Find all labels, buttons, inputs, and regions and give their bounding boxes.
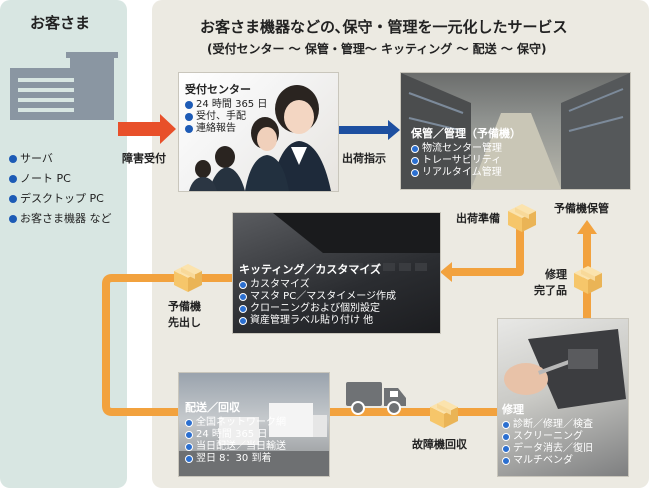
reception-center-photo: 受付センター 24 時間 365 日 受付、手配 連絡報告	[178, 72, 339, 192]
delivery-features: 全国ネットワーク網 24 時間 365 日 当日配送／当日輸送 翌日 8：30 …	[185, 417, 286, 465]
delivery-feature: 当日配送／当日輸送	[185, 441, 286, 453]
reception-text: 受付センター 24 時間 365 日 受付、手配 連絡報告	[185, 81, 267, 135]
kitting-features: カスタマイズ マスタ PC／マスタイメージ作成 クローニングおよび個別設定 資産…	[239, 279, 396, 327]
call-center-operators-illustration	[189, 85, 331, 191]
repair-title: 修理	[502, 403, 524, 416]
box-icon	[574, 266, 602, 294]
building-icon	[10, 52, 118, 120]
spare-first-label-1: 予備機	[168, 300, 201, 313]
reception-feature: 連絡報告	[185, 123, 267, 135]
warehouse-shelves-illustration	[401, 73, 630, 189]
reception-features: 24 時間 365 日 受付、手配 連絡報告	[185, 99, 267, 135]
delivery-title: 配送／回収	[185, 401, 240, 414]
repair-text: 修理 診断／修理／検査 スクリーニング データ消去／復旧 マルチベンダ	[502, 401, 593, 467]
kitting-feature: 資産管理ラベル貼り付け 他	[239, 315, 396, 327]
storage-features: 物流センター管理 トレーサビリティ リアルタイム管理	[411, 143, 521, 179]
failure-arrow	[118, 114, 176, 144]
box-icon	[430, 400, 458, 428]
box-icon	[508, 204, 536, 232]
storage-feature: リアルタイム管理	[411, 167, 521, 179]
customer-device-item: ノート PC	[9, 169, 112, 189]
customer-device-item: お客さま機器 など	[9, 209, 112, 229]
customer-device-item: サーバ	[9, 149, 112, 169]
repair-feature: 診断／修理／検査	[502, 419, 593, 431]
kitting-feature: マスタ PC／マスタイメージ作成	[239, 291, 396, 303]
kitting-feature: カスタマイズ	[239, 279, 396, 291]
customer-device-list: サーバ ノート PC デスクトップ PC お客さま機器 など	[9, 149, 112, 229]
delivery-trucks-illustration	[179, 403, 329, 476]
repair-feature: スクリーニング	[502, 431, 593, 443]
delivery-feature: 24 時間 365 日	[185, 429, 286, 441]
repair-photo: 修理 診断／修理／検査 スクリーニング データ消去／復旧 マルチベンダ	[497, 318, 629, 477]
repair-hands-illustration	[504, 329, 626, 409]
kitting-photo: キッティング／カスタマイズ カスタマイズ マスタ PC／マスタイメージ作成 クロ…	[232, 212, 441, 334]
box-icon	[174, 264, 202, 292]
warehouse-photo: 保管／管理（予備機） 物流センター管理 トレーサビリティ リアルタイム管理	[400, 72, 631, 190]
truck-icon	[346, 382, 406, 415]
reception-feature: 24 時間 365 日	[185, 99, 267, 111]
service-title: お客さま機器などの､保守・管理を一元化したサービス	[200, 18, 568, 36]
kitting-title: キッティング／カスタマイズ	[239, 263, 382, 276]
ship-order-arrow	[338, 120, 400, 140]
laptop-keyboard-illustration	[273, 213, 440, 271]
spare-first-label-2: 先出し	[168, 316, 201, 329]
repair-features: 診断／修理／検査 スクリーニング データ消去／復旧 マルチベンダ	[502, 419, 593, 467]
flow-line-prep	[450, 218, 524, 276]
repair-done-label-2: 完了品	[534, 284, 567, 297]
storage-feature: 物流センター管理	[411, 143, 521, 155]
faulty-collection-label: 故障機回収	[412, 438, 467, 451]
failure-reception-label: 障害受付	[122, 152, 166, 165]
spare-storage-label: 予備機保管	[554, 202, 609, 215]
storage-feature: トレーサビリティ	[411, 155, 521, 167]
repair-done-label-1: 修理	[545, 268, 567, 281]
repair-feature: マルチベンダ	[502, 455, 593, 467]
kitting-text: キッティング／カスタマイズ カスタマイズ マスタ PC／マスタイメージ作成 クロ…	[239, 261, 396, 327]
reception-title: 受付センター	[185, 83, 251, 96]
reception-feature: 受付、手配	[185, 111, 267, 123]
customer-title: お客さま	[30, 14, 91, 32]
ship-order-label: 出荷指示	[342, 152, 386, 165]
arrow-head-up	[577, 220, 597, 234]
ship-prep-label: 出荷準備	[456, 212, 500, 225]
kitting-feature: クローニングおよび個別設定	[239, 303, 396, 315]
delivery-feature: 翌日 8：30 到着	[185, 453, 286, 465]
flow-line-spare-loop	[102, 274, 232, 416]
delivery-text: 配送／回収 全国ネットワーク網 24 時間 365 日 当日配送／当日輸送 翌日…	[185, 399, 286, 465]
arrow-head-left	[440, 262, 452, 282]
customer-device-item: デスクトップ PC	[9, 189, 112, 209]
service-subtitle: (受付センター 〜 保管・管理〜 キッティング 〜 配送 〜 保守)	[207, 42, 547, 56]
storage-title: 保管／管理（予備機）	[411, 127, 521, 140]
repair-feature: データ消去／復旧	[502, 443, 593, 455]
storage-text: 保管／管理（予備機） 物流センター管理 トレーサビリティ リアルタイム管理	[411, 125, 521, 179]
delivery-photo: 配送／回収 全国ネットワーク網 24 時間 365 日 当日配送／当日輸送 翌日…	[178, 372, 330, 477]
delivery-feature: 全国ネットワーク網	[185, 417, 286, 429]
